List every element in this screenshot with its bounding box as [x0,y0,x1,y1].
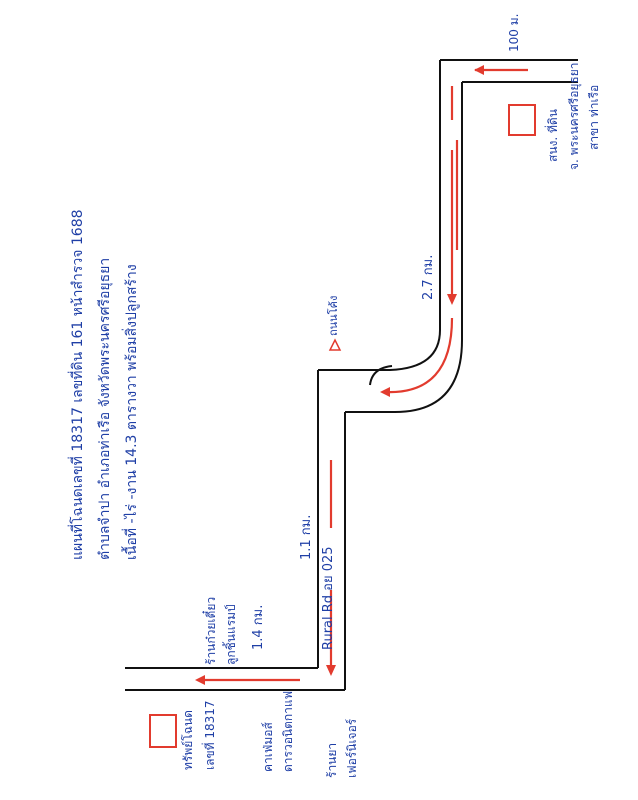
shop-left-top-line-2: ลูกชิ้นแรมป์ [222,604,239,665]
parcel-label: ทรัพย์โฉนด เลขที่ 18317 [181,700,217,770]
office-line-3: สาขา ท่าเรือ [587,85,601,150]
shop-left-bottom-line-2: ดารวอนิตกาแฟ [281,691,295,772]
title-block: แผนที่โฉนดเลขที่ 18317 เลขที่ดิน 161 หน้… [68,209,140,560]
arrow-heads [195,65,484,685]
title-line-2: ตำบลจำปา อำเภอท่าเรือ จังหวัดพระนครศรีอย… [97,258,113,560]
road-curve-inner [318,329,441,371]
shop-bottom-line-2: เฟอร์นิเจอร์ [345,718,359,778]
office-label: สนง. ที่ดิน จ. พระนครศรีอยุธยา สาขา ท่าเ… [544,62,601,170]
distance-mid: 1.1 กม. [299,515,314,560]
parcel-marker [149,714,177,748]
arrowhead-mid [326,665,336,676]
distance-long: 2.7 กม. [421,255,436,300]
arrowhead-top [474,65,484,75]
office-marker [508,104,536,136]
shop-left-top-line-1: ร้านก๋วยเตี๋ยว [201,597,218,665]
shop-bottom-line-1: ร้านยา [325,743,339,778]
road-label: Rural Rd อย 025 [321,546,336,650]
road-curve-outer [345,339,463,413]
distance-top: 100 ม. [507,14,521,52]
shop-left-bottom-line-1: คาเฟ่มอส์ [261,722,275,772]
distance-bottom: 1.4 กม. [251,605,266,650]
office-line-1: สนง. ที่ดิน [544,109,560,162]
shop-left-top: ร้านก๋วยเตี๋ยว ลูกชิ้นแรมป์ [201,597,239,665]
arrow-curve [384,317,454,394]
shop-left-bottom: คาเฟ่มอส์ ดารวอนิตกาแฟ [261,691,295,772]
arrowhead-curve [380,387,390,397]
arrowhead-bottom [195,675,205,685]
shop-bottom: ร้านยา เฟอร์นิเจอร์ [325,718,359,778]
road-outline [125,59,578,691]
curve-marker-icon [328,338,342,351]
parcel-line-1: ทรัพย์โฉนด [181,710,195,770]
distance-labels: 100 ม. 2.7 กม. 1.1 กม. 1.4 กม. [251,14,521,650]
title-line-1: แผนที่โฉนดเลขที่ 18317 เลขที่ดิน 161 หน้… [68,209,86,560]
curve-label: ถนนโค้ง [326,296,340,336]
arrowhead-long [447,294,457,305]
office-line-2: จ. พระนครศรีอยุธยา [567,62,582,170]
title-line-3: เนื้อที่ -ไร่ -งาน 14.3 ตารางวา พร้อมสิ่… [121,264,140,560]
parcel-line-2: เลขที่ 18317 [201,700,217,770]
route-arrows [200,68,528,682]
road-curve-circle [369,365,393,386]
